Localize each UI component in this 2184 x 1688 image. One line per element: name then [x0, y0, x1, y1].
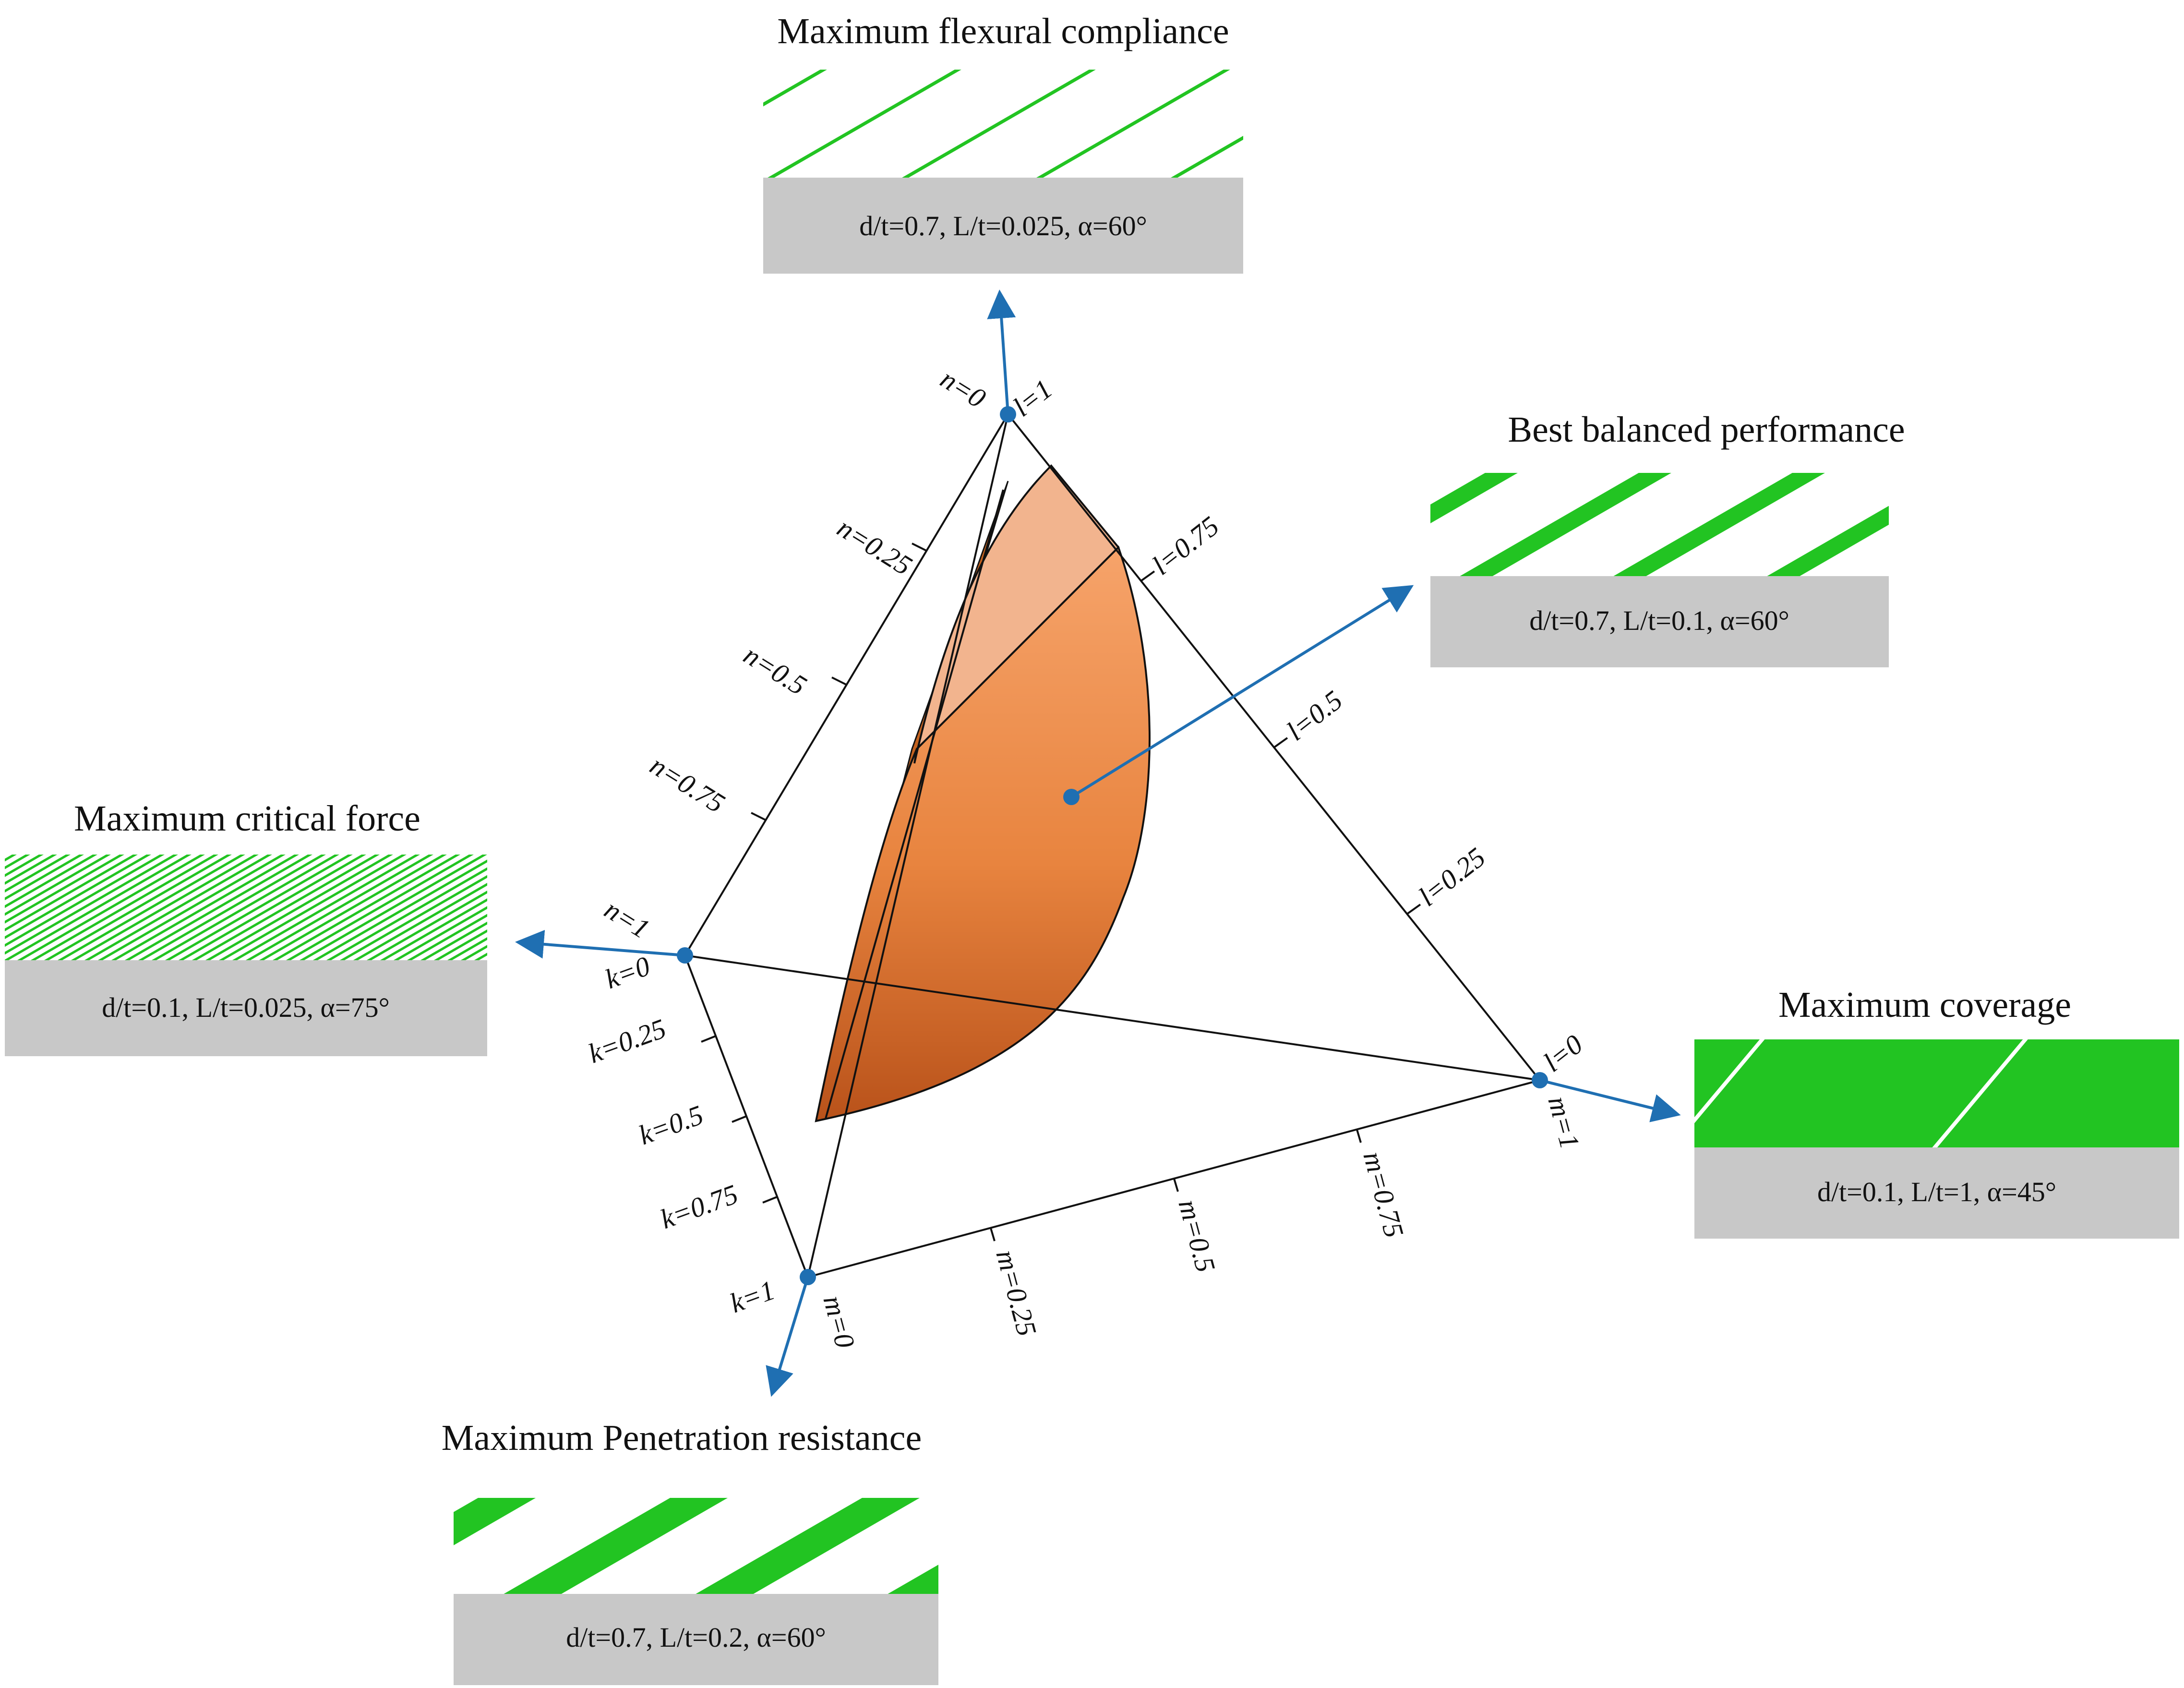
arrow-flexural: [987, 289, 1016, 415]
edge-top-left: [684, 413, 1009, 956]
vertex-bottom-k: k=1: [726, 1274, 779, 1319]
edge-left-right: [684, 954, 1540, 1081]
tick-n-0.75: [751, 812, 766, 821]
point-top: [1000, 406, 1016, 422]
tetrahedron: [684, 413, 1541, 1278]
label-n-0.75: n=0.75: [645, 749, 730, 819]
panel-title: Maximum Penetration resistance: [442, 1418, 922, 1458]
stripe-swatch: [1694, 1039, 2179, 1147]
arrow-critical: [515, 929, 685, 959]
panel-params: d/t=0.1, L/t=0.025, α=75°: [102, 992, 390, 1023]
label-k-0.5: k=0.5: [635, 1099, 707, 1151]
panel-params: d/t=0.7, L/t=0.025, α=60°: [859, 210, 1147, 241]
tick-k-0.75: [762, 1196, 778, 1204]
surface-upper: [913, 464, 1120, 764]
panel-flexural: Maximum flexural compliance d/t=0.7, L/t…: [763, 11, 1243, 274]
label-n-0.5: n=0.5: [738, 639, 812, 701]
param-box: [1694, 1147, 2179, 1239]
vertex-left-k: k=0: [601, 950, 654, 995]
panel-title: Maximum critical force: [74, 798, 420, 839]
param-box: [454, 1594, 938, 1685]
arrow-penetration: [766, 1277, 809, 1397]
tick-l-0.5: [1273, 737, 1288, 748]
panel-balanced: Best balanced performance d/t=0.7, L/t=0…: [1430, 410, 1905, 667]
vertex-right-l: l=0: [1537, 1028, 1588, 1078]
edge-top-bottom: [807, 414, 1009, 1278]
panel-params: d/t=0.1, L/t=1, α=45°: [1817, 1176, 2056, 1207]
label-m-0.75: m=0.75: [1357, 1148, 1410, 1241]
surface-main: [815, 545, 1151, 1122]
vertex-bottom-m: m=0: [817, 1292, 861, 1351]
panel-coverage: Maximum coverage d/t=0.1, L/t=1, α=45°: [1694, 985, 2179, 1239]
axis-ticks: [701, 543, 1421, 1242]
point-balanced: [1063, 789, 1080, 805]
tick-n-0.25: [912, 543, 927, 552]
point-left: [677, 947, 693, 964]
stripe-swatch: [763, 70, 1243, 178]
label-l-0.5: l=0.5: [1281, 684, 1348, 747]
tick-m-0.75: [1356, 1129, 1362, 1143]
stripe-swatch: [1430, 473, 1889, 576]
panel-params: d/t=0.7, L/t=0.2, α=60°: [566, 1622, 826, 1653]
param-box: [1430, 576, 1889, 667]
arrow-balanced: [1070, 585, 1414, 798]
surface-edge: [825, 489, 1004, 1119]
edge-bottom-right: [807, 1079, 1540, 1278]
tick-k-0.5: [732, 1115, 747, 1123]
label-k-0.75: k=0.75: [656, 1178, 742, 1235]
tick-m-0.25: [990, 1228, 996, 1242]
label-m-0.5: m=0.5: [1172, 1196, 1222, 1276]
label-l-0.25: l=0.25: [1413, 842, 1491, 913]
point-bottom: [800, 1269, 816, 1285]
vertex-top-n: n=0: [935, 363, 991, 414]
tick-l-0.75: [1140, 570, 1155, 582]
point-right: [1532, 1072, 1548, 1088]
label-n-0.25: n=0.25: [832, 512, 917, 581]
panel-title: Best balanced performance: [1508, 410, 1905, 450]
arrow-coverage: [1539, 1079, 1681, 1122]
stripe-swatch: [454, 1498, 938, 1594]
direction-arrows: [515, 289, 1681, 1397]
vertex-left-n: n=1: [599, 893, 655, 945]
tick-n-0.5: [831, 676, 847, 686]
panel-title: Maximum flexural compliance: [777, 11, 1229, 51]
label-l-0.75: l=0.75: [1146, 510, 1225, 581]
tick-k-0.25: [701, 1035, 716, 1043]
vertex-points: [677, 406, 1548, 1285]
label-m-0.25: m=0.25: [990, 1247, 1043, 1339]
param-box: [763, 178, 1243, 274]
panel-critical: Maximum critical force d/t=0.1, L/t=0.02…: [5, 798, 487, 1056]
panel-penetration: Maximum Penetration resistance d/t=0.7, …: [442, 1418, 938, 1685]
tick-l-0.25: [1406, 904, 1421, 915]
panel-params: d/t=0.7, L/t=0.1, α=60°: [1529, 605, 1789, 636]
panel-title: Maximum coverage: [1778, 985, 2071, 1025]
optimal-surface: [815, 464, 1151, 1122]
label-k-0.25: k=0.25: [584, 1013, 670, 1069]
vertex-right-m: m=1: [1542, 1093, 1585, 1152]
param-box: [5, 960, 487, 1056]
tick-m-0.5: [1173, 1178, 1179, 1192]
stripe-swatch: [5, 855, 487, 960]
